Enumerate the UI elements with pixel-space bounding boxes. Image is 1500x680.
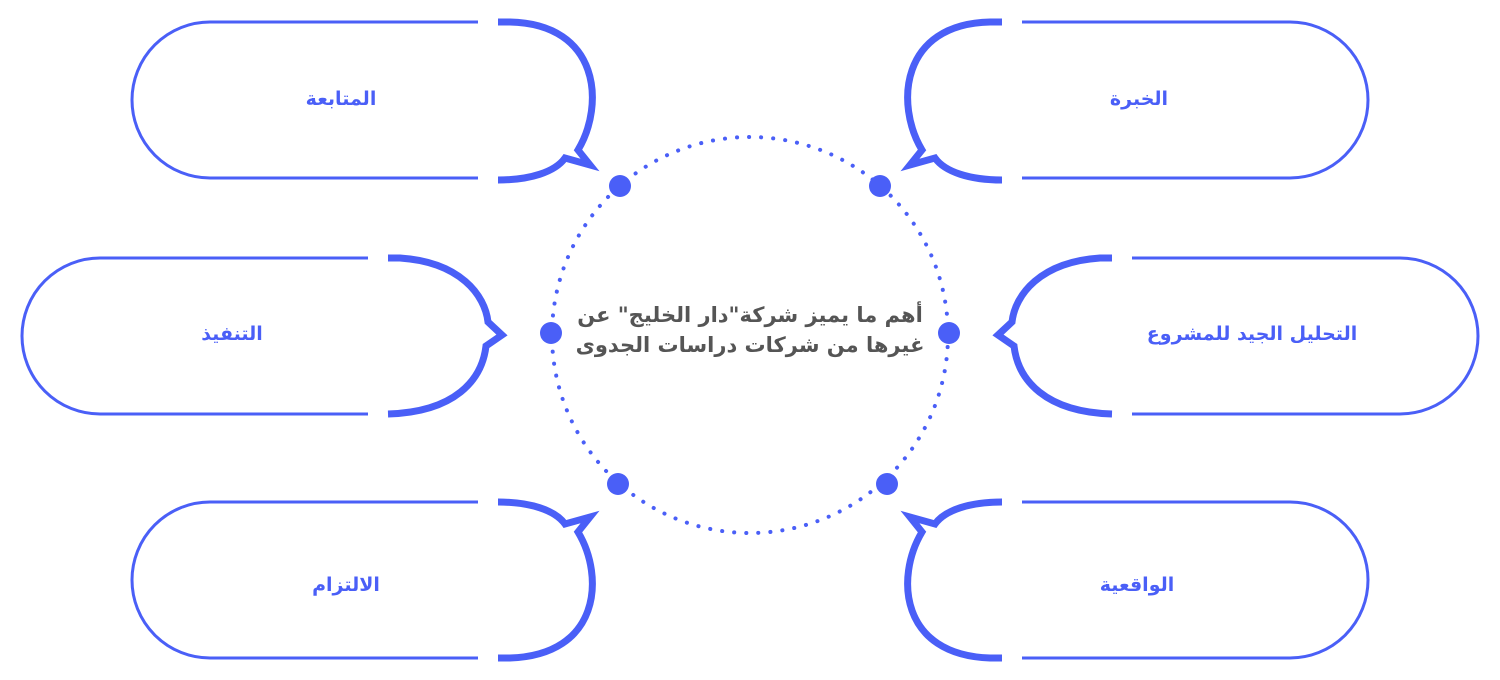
label-followup: المتابعة [305, 88, 377, 110]
label-analysis: التحليل الجيد للمشروع [1146, 323, 1358, 345]
ring-dot-top-right [869, 175, 891, 197]
label-experience: الخبرة [1109, 88, 1169, 110]
label-commitment: الالتزام [312, 574, 380, 596]
pill-commitment [130, 498, 600, 662]
label-execution: التنفيذ [201, 323, 263, 345]
ring-dot-bottom-left [607, 473, 629, 495]
pill-realism [900, 498, 1370, 662]
ring-dot-mid-left [540, 322, 562, 344]
ring-dot-bottom-right [876, 473, 898, 495]
label-realism: الواقعية [1099, 574, 1175, 596]
pill-execution [20, 254, 508, 418]
pill-followup [130, 18, 600, 184]
pill-experience [900, 18, 1370, 184]
center-title: أهم ما يميز شركة"دار الخليج" عن غيرها من… [575, 303, 925, 357]
ring-dot-mid-right [938, 322, 960, 344]
pill-analysis [992, 254, 1480, 418]
ring-dot-top-left [609, 175, 631, 197]
